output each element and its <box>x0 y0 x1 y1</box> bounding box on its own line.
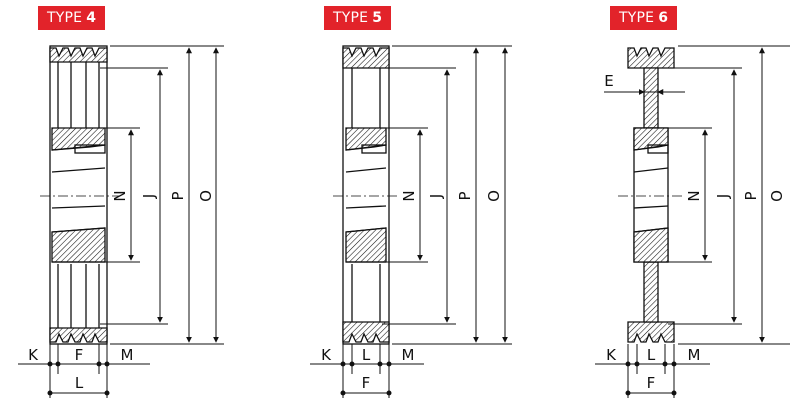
type-4-label-k: K <box>28 346 39 364</box>
type-6-label-m: M <box>688 346 701 364</box>
type-4-label-o: O <box>197 190 215 202</box>
type-5-label-k: K <box>321 346 332 364</box>
type-5-label-p: P <box>456 191 474 200</box>
type-4-label-f: F <box>75 346 84 364</box>
type-6-label-p: P <box>742 191 760 200</box>
type-6-prefix: TYPE <box>619 10 655 26</box>
type-5-number: 5 <box>372 10 383 26</box>
type-6-label-n: N <box>685 190 703 201</box>
type-6-label-o: O <box>768 190 786 202</box>
type-5-label-m: M <box>402 346 415 364</box>
type-6-label-e: E <box>604 72 613 90</box>
type-5-label-n: N <box>400 190 418 201</box>
type-4-label-n: N <box>111 190 129 201</box>
type-4-dimensions <box>18 45 224 398</box>
type-4-pulley <box>49 45 108 345</box>
type-6-label-k: K <box>606 346 617 364</box>
type-6-label-j: J <box>714 194 732 199</box>
type-4-prefix: TYPE <box>47 10 83 26</box>
type-5-label-f: F <box>362 374 371 392</box>
type-4-label-m: M <box>121 346 134 364</box>
type-6-label-f: F <box>647 374 656 392</box>
type-4-label-j: J <box>140 194 158 199</box>
type-5-prefix: TYPE <box>333 10 369 26</box>
type-5-label-l: L <box>362 346 371 364</box>
type-4-label-p: P <box>169 191 187 200</box>
type-6-number: 6 <box>658 10 669 26</box>
type-6-dimensions <box>595 45 790 398</box>
type-6-label-l: L <box>647 346 656 364</box>
type-5-pulley <box>342 45 390 345</box>
type-4-number: 4 <box>86 10 97 26</box>
type-6-pulley <box>627 47 675 343</box>
type-5-label-o: O <box>485 190 503 202</box>
type-5-dimensions <box>310 45 512 398</box>
type-5-label-j: J <box>427 194 445 199</box>
type-4-label-l: L <box>75 374 84 392</box>
